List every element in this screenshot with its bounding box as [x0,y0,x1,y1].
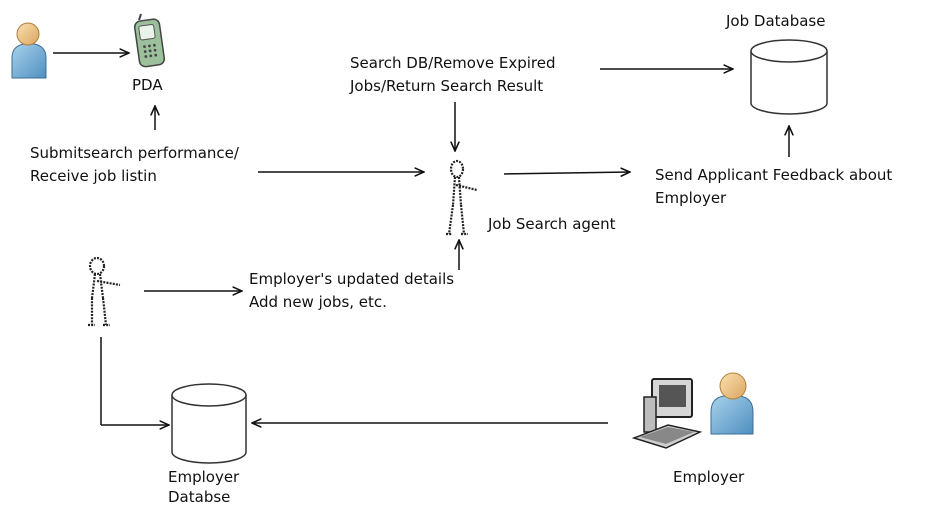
employer-database-line-2: Databse [168,488,231,506]
job-search-agent-figure-icon [446,159,478,236]
job-database-icon [750,39,828,115]
send-feedback-line-2: Employer [655,189,727,207]
submit-search-line-2: Receive job listin [30,167,157,185]
employer-database-icon [171,383,247,464]
search-db-line-2: Jobs/Return Search Result [350,77,544,95]
employer-person-icon [710,372,754,435]
connectors [53,53,789,425]
job-database-label: Job Database [726,12,826,30]
job-search-agent-label: Job Search agent [488,215,616,233]
employer-stick-figure-icon [88,256,121,327]
pda-label: PDA [132,76,163,94]
employer-database-line-1: Employer [168,468,240,486]
search-db-line-1: Search DB/Remove Expired [350,54,556,72]
employer-label: Employer [673,468,745,486]
employer-updates-line-1: Employer's updated details [249,270,455,288]
submit-search-line-1: Submitsearch performance/ [30,144,239,162]
computer-icon [631,378,703,449]
employer-updates-line-2: Add new jobs, etc. [249,293,387,311]
applicant-person-icon [11,22,47,79]
send-feedback-line-1: Send Applicant Feedback about [655,166,893,184]
arrow-agent-to-feedback [503,172,630,174]
pda-phone-icon [133,13,166,68]
